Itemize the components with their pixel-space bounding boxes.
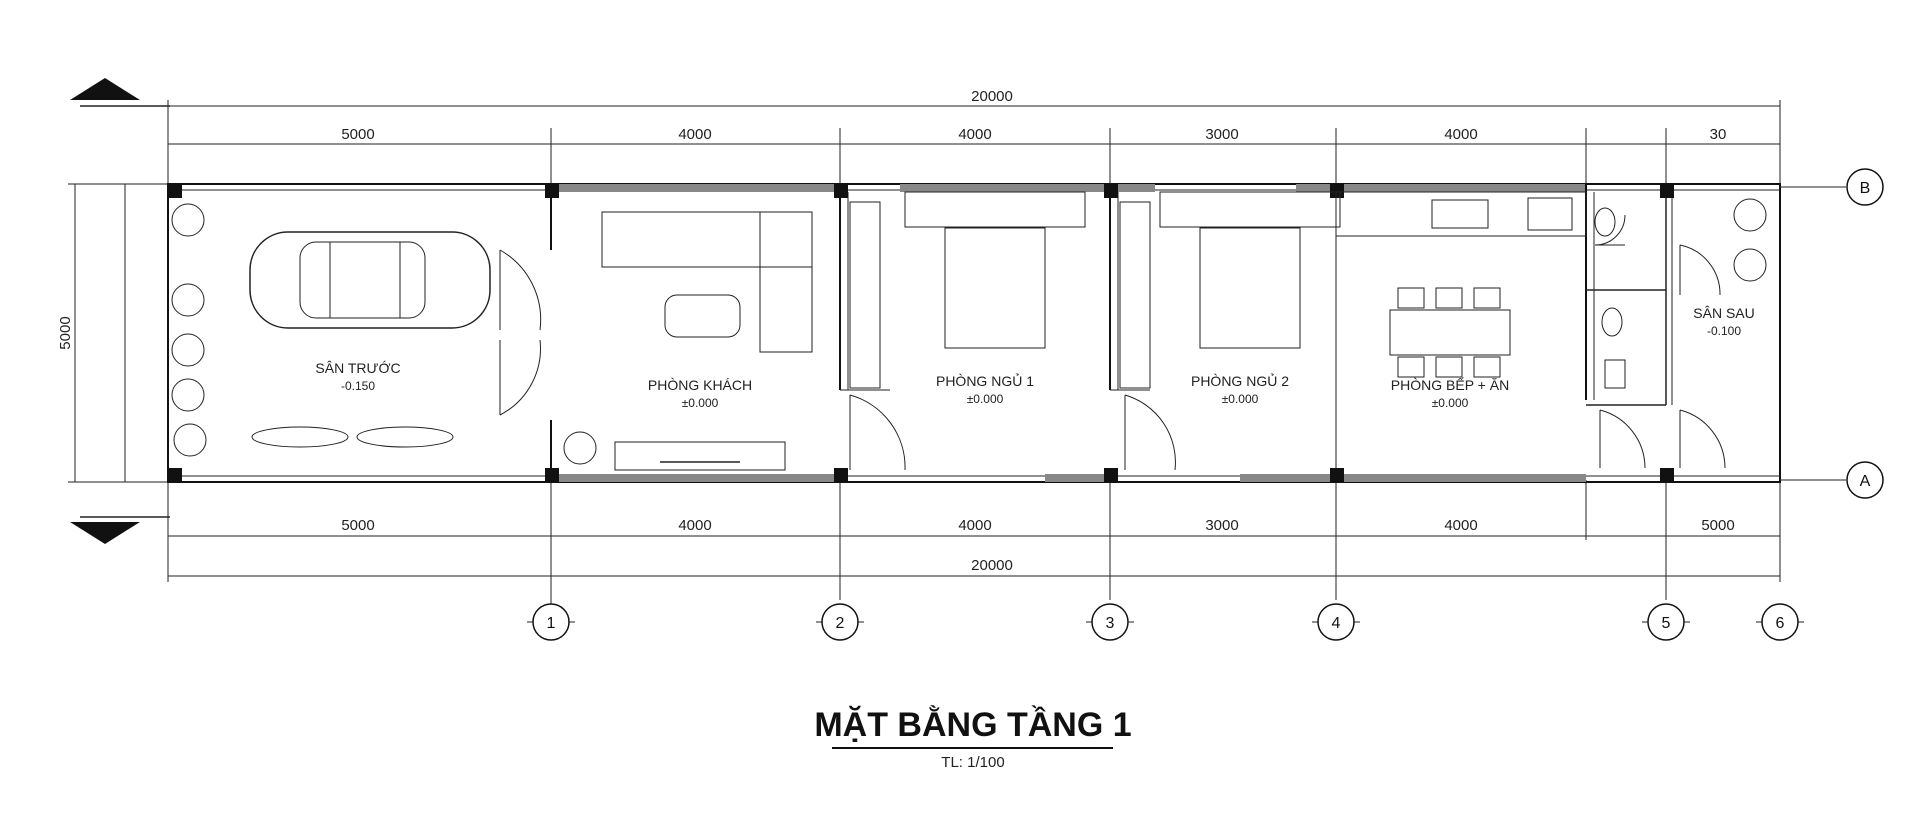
doors [499, 214, 1726, 471]
dining-table-icon [1389, 287, 1511, 378]
tv-console-icon [614, 441, 786, 471]
height-dim: 5000 [57, 316, 74, 349]
room-name-living-room: PHÒNG KHÁCH [648, 377, 752, 393]
car-icon [249, 231, 491, 329]
axis-marker-4 [1312, 603, 1360, 641]
total-length-top: 20000 [971, 88, 1013, 105]
axis-label-B: B [1860, 180, 1871, 197]
room-level-bedroom-1: ±0.000 [967, 392, 1004, 406]
room-name-front-yard: SÂN TRƯỚC [315, 360, 400, 376]
top-dim-2: 4000 [678, 126, 711, 143]
section-arrow-bottom [70, 516, 170, 544]
top-dim-3: 4000 [958, 126, 991, 143]
top-dimension-lines [167, 100, 1781, 185]
axis-marker-A [1780, 461, 1884, 499]
building-walls [167, 183, 1781, 483]
toilet-icon [1594, 207, 1626, 389]
axis-marker-1 [527, 600, 575, 641]
room-level-back-yard: -0.100 [1707, 324, 1741, 338]
room-name-bedroom-2: PHÒNG NGỦ 2 [1191, 372, 1289, 389]
drawing-title: MẶT BẰNG TẦNG 1 [814, 706, 1131, 744]
axis-label-5: 5 [1662, 615, 1671, 632]
top-dim-1: 5000 [341, 126, 374, 143]
bottom-dim-3: 4000 [958, 517, 991, 534]
bottom-dim-2: 4000 [678, 517, 711, 534]
sofa-icon [601, 211, 813, 353]
axis-marker-3 [1086, 603, 1134, 641]
wardrobe-icon [849, 201, 1151, 389]
room-level-living-room: ±0.000 [682, 396, 719, 410]
kitchen-counter-icon [1335, 191, 1587, 237]
top-dim-5: 4000 [1444, 126, 1477, 143]
bed-icon [904, 191, 1341, 349]
axis-label-2: 2 [836, 615, 845, 632]
axis-label-A: A [1860, 473, 1871, 490]
room-level-kitchen-dining: ±0.000 [1432, 396, 1469, 410]
top-dim-6: 30 [1710, 126, 1727, 143]
bottom-dim-6: 5000 [1701, 517, 1734, 534]
axis-marker-5 [1642, 603, 1690, 641]
top-dim-4: 3000 [1205, 126, 1238, 143]
drawing-scale: TL: 1/100 [941, 754, 1004, 771]
bottom-dim-1: 5000 [341, 517, 374, 534]
axis-marker-B [1780, 168, 1884, 206]
axis-label-1: 1 [547, 615, 556, 632]
room-name-bedroom-1: PHÒNG NGỦ 1 [936, 372, 1034, 389]
total-length-bottom: 20000 [971, 557, 1013, 574]
room-name-back-yard: SÂN SAU [1693, 305, 1754, 321]
coffee-table-icon [664, 294, 741, 338]
bottom-dim-4: 3000 [1205, 517, 1238, 534]
axis-marker-2 [816, 603, 864, 641]
height-dimension-line [68, 183, 170, 483]
section-arrow-top [70, 78, 170, 107]
axis-label-6: 6 [1776, 615, 1785, 632]
room-level-bedroom-2: ±0.000 [1222, 392, 1259, 406]
bottom-dim-5: 4000 [1444, 517, 1477, 534]
axis-label-3: 3 [1106, 615, 1115, 632]
axis-label-4: 4 [1332, 615, 1341, 632]
motorbike-icon [251, 426, 454, 448]
axis-marker-6 [1756, 603, 1804, 641]
room-level-front-yard: -0.150 [341, 379, 375, 393]
plant-icons [171, 198, 1767, 465]
room-name-kitchen-dining: PHÒNG BẾP + ĂN [1391, 377, 1509, 393]
bottom-dimension-lines [167, 480, 1781, 600]
